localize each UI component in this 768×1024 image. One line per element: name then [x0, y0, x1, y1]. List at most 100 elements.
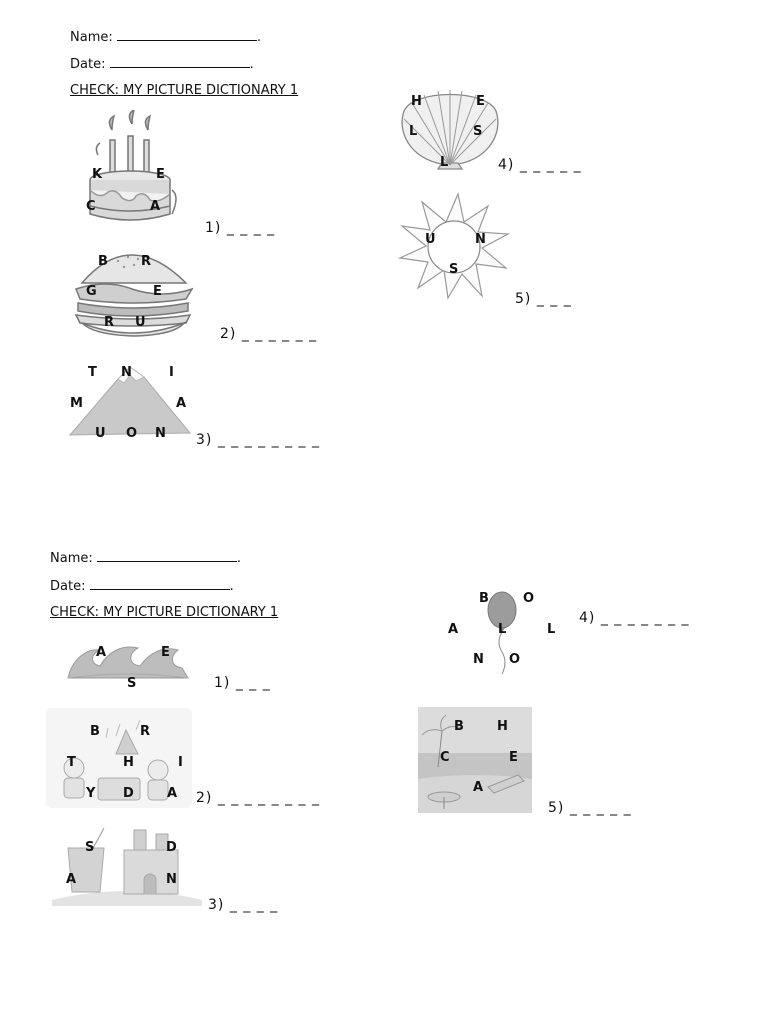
beach-letter-2: H: [497, 719, 508, 734]
beach-icon: [418, 707, 532, 813]
party-letter-5: I: [178, 755, 183, 770]
date-field-2[interactable]: Date: .: [50, 577, 234, 594]
burger-icon: [74, 254, 194, 337]
date-blank[interactable]: [109, 55, 250, 68]
party-letter-6: Y: [86, 786, 96, 801]
shell-letter-5: L: [440, 155, 449, 170]
answer-number: 1): [214, 675, 231, 691]
sand-letter-4: N: [166, 872, 177, 887]
mountain-letter-5: A: [176, 396, 187, 411]
waves-icon: [67, 646, 189, 679]
party-letter-8: A: [167, 786, 178, 801]
answer-blanks[interactable]: _ _ _ _ _: [569, 800, 632, 816]
answer-5[interactable]: 5) _ _ _: [515, 291, 572, 307]
answer-4[interactable]: 4) _ _ _ _ _: [498, 157, 582, 173]
shell-letter-2: E: [476, 94, 485, 109]
burger-letter-2: R: [141, 254, 152, 269]
answer-blanks[interactable]: _ _ _ _: [226, 220, 276, 236]
answer-number: 3): [196, 432, 213, 448]
burger-letter-5: R: [104, 315, 115, 330]
answer-2[interactable]: 2) _ _ _ _ _ _: [220, 326, 317, 342]
party-letter-4: H: [123, 755, 134, 770]
sand-letter-1: S: [85, 840, 95, 855]
sun-letter-2: N: [475, 232, 486, 247]
cake-letter-2: E: [156, 167, 165, 182]
answer-number: 5): [548, 800, 565, 816]
cake-letter-4: A: [150, 199, 161, 214]
answer-4-b[interactable]: 4) _ _ _ _ _ _ _: [579, 610, 690, 626]
party-letter-3: T: [67, 755, 76, 770]
worksheet-title-2: CHECK: MY PICTURE DICTIONARY 1: [50, 605, 279, 620]
answer-number: 4): [579, 610, 596, 626]
shell-letter-1: H: [411, 94, 422, 109]
waves-letter-1: A: [96, 645, 107, 660]
party-letter-2: R: [140, 724, 151, 739]
answer-5-b[interactable]: 5) _ _ _ _ _: [548, 800, 632, 816]
answer-1[interactable]: 1) _ _ _ _: [205, 220, 275, 236]
answer-number: 3): [208, 897, 225, 913]
name-field[interactable]: Name: .: [70, 28, 262, 45]
waves-letter-3: S: [127, 676, 137, 691]
sandcastle-icon: [52, 827, 202, 906]
shell-icon: [401, 90, 499, 170]
answer-blanks[interactable]: _ _ _: [235, 675, 271, 691]
sand-letter-2: D: [166, 840, 177, 855]
mountain-letter-2: N: [121, 365, 132, 380]
mountain-letter-7: O: [126, 426, 138, 441]
date-blank[interactable]: [89, 577, 230, 590]
cake-icon: [89, 110, 177, 221]
balloon-letter-3: A: [448, 622, 459, 637]
worksheet-title: CHECK: MY PICTURE DICTIONARY 1: [70, 83, 299, 98]
answer-blanks[interactable]: _ _ _ _: [229, 897, 279, 913]
answer-3[interactable]: 3) _ _ _ _ _ _ _ _: [196, 432, 320, 448]
burger-letter-4: E: [153, 284, 162, 299]
party-letter-1: B: [90, 724, 100, 739]
sand-letter-3: A: [66, 872, 77, 887]
burger-letter-1: B: [98, 254, 108, 269]
answer-blanks[interactable]: _ _ _ _ _ _ _: [600, 610, 690, 626]
cake-letter-1: K: [92, 167, 103, 182]
date-label: Date:: [50, 579, 86, 594]
balloon-letter-2: O: [523, 591, 535, 606]
name-blank[interactable]: [116, 28, 257, 41]
balloon-letter-7: O: [509, 652, 521, 667]
answer-number: 2): [220, 326, 237, 342]
answer-blanks[interactable]: _ _ _ _ _ _ _ _: [217, 790, 320, 806]
sun-icon: [398, 192, 510, 300]
party-letter-7: D: [123, 786, 134, 801]
name-label: Name:: [70, 30, 113, 45]
burger-letter-6: U: [135, 315, 146, 330]
answer-blanks[interactable]: _ _ _ _ _ _ _ _: [217, 432, 320, 448]
name-blank[interactable]: [96, 549, 237, 562]
answer-3-b[interactable]: 3) _ _ _ _: [208, 897, 278, 913]
answer-2-b[interactable]: 2) _ _ _ _ _ _ _ _: [196, 790, 320, 806]
balloon-letter-6: N: [473, 652, 484, 667]
mountain-letter-4: M: [70, 396, 83, 411]
answer-blanks[interactable]: _ _ _ _ _: [519, 157, 582, 173]
beach-letter-4: E: [509, 750, 518, 765]
balloon-letter-4: L: [498, 622, 507, 637]
mountain-letter-3: I: [169, 365, 174, 380]
answer-1-b[interactable]: 1) _ _ _: [214, 675, 271, 691]
beach-letter-3: C: [440, 750, 450, 765]
answer-number: 5): [515, 291, 532, 307]
answer-blanks[interactable]: _ _ _ _ _ _: [241, 326, 318, 342]
answer-number: 1): [205, 220, 222, 236]
date-field[interactable]: Date: .: [70, 55, 254, 72]
shell-letter-4: S: [473, 124, 483, 139]
shell-letter-3: L: [409, 124, 418, 139]
waves-letter-2: E: [161, 645, 170, 660]
sun-letter-3: S: [449, 262, 459, 277]
answer-number: 4): [498, 157, 515, 173]
cake-letter-3: C: [86, 199, 96, 214]
mountain-letter-6: U: [95, 426, 106, 441]
answer-blanks[interactable]: _ _ _: [536, 291, 572, 307]
mountain-letter-1: T: [88, 365, 97, 380]
sun-letter-1: U: [425, 232, 436, 247]
beach-letter-1: B: [454, 719, 464, 734]
name-label: Name:: [50, 551, 93, 566]
name-field-2[interactable]: Name: .: [50, 549, 242, 566]
burger-letter-3: G: [86, 284, 97, 299]
beach-letter-5: A: [473, 780, 484, 795]
mountain-icon: [68, 366, 192, 436]
